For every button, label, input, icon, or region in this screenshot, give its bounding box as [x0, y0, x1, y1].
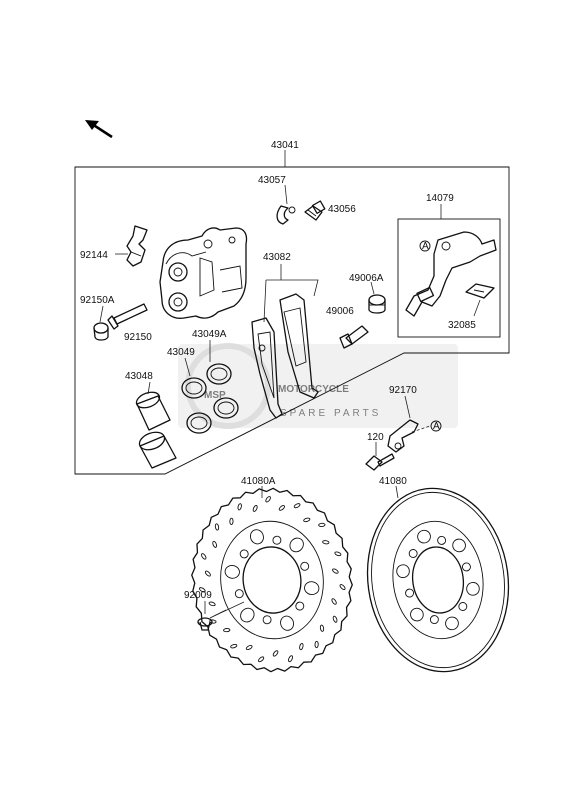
caliper-assembly-frame — [74, 166, 510, 475]
reference-mark-a-hose: A — [430, 420, 442, 432]
brake-disc-right — [366, 487, 510, 673]
label-43056: 43056 — [328, 204, 356, 215]
pad-clip — [465, 283, 495, 299]
bleeder-cap — [276, 205, 296, 225]
slide-pin — [107, 303, 148, 330]
label-92144: 92144 — [80, 250, 108, 261]
label-14079: 14079 — [426, 193, 454, 204]
brake-disc-left — [191, 487, 353, 673]
bleeder-valve — [304, 200, 326, 221]
pad-spring — [126, 225, 148, 267]
caliper-bracket — [405, 231, 497, 317]
label-92150A: 92150A — [80, 295, 115, 306]
piston-seal-small — [181, 377, 212, 434]
pin-bolt — [339, 325, 369, 349]
label-49006A: 49006A — [349, 273, 384, 284]
watermark-logo: MSP — [204, 390, 226, 401]
label-43049: 43049 — [167, 347, 195, 358]
label-120: 120 — [367, 432, 384, 443]
svg-text:A: A — [422, 241, 429, 252]
label-49006: 49006 — [326, 306, 354, 317]
pin-boot — [93, 322, 109, 341]
dust-boot — [368, 294, 386, 314]
piston-seal-large — [206, 363, 239, 419]
label-43057: 43057 — [258, 175, 286, 186]
label-32085: 32085 — [448, 320, 476, 331]
label-92150: 92150 — [124, 332, 152, 343]
label-41080A: 41080A — [241, 476, 276, 487]
label-43049A: 43049A — [192, 329, 227, 340]
svg-text:A: A — [433, 421, 440, 432]
caliper-body — [159, 227, 248, 319]
brake-pad-inner — [251, 317, 283, 419]
reference-mark-a-bracket: A — [419, 240, 431, 252]
watermark-line2: SPARE PARTS — [280, 408, 381, 419]
hose-bracket — [387, 419, 419, 453]
arrow-up-left-icon — [85, 120, 113, 139]
label-41080: 41080 — [379, 476, 407, 487]
label-92170: 92170 — [389, 385, 417, 396]
label-43082: 43082 — [263, 252, 291, 263]
brake-pad-outer — [279, 293, 319, 399]
label-43048: 43048 — [125, 371, 153, 382]
label-43041: 43041 — [271, 140, 299, 151]
label-92009: 92009 — [184, 590, 212, 601]
mounting-bolt — [365, 453, 395, 471]
caliper-pistons — [135, 391, 177, 469]
bracket-subframe — [397, 218, 501, 338]
